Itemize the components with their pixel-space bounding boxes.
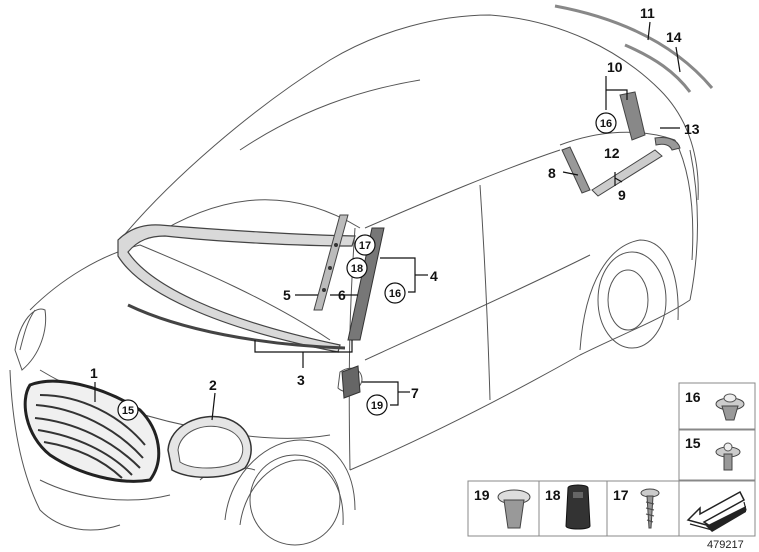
callout-8: 8: [548, 165, 556, 181]
callout-10: 10: [607, 59, 623, 75]
legend-box-18: 18: [538, 480, 608, 537]
clip-19-icon: [497, 489, 531, 529]
diagram-reference-number: 479217: [707, 539, 744, 551]
legend-box-arrow: [678, 480, 756, 537]
svg-text:18: 18: [351, 263, 363, 275]
legend-box-15: 15: [678, 429, 756, 481]
c-pillar-trim: [619, 91, 646, 141]
svg-text:15: 15: [122, 405, 134, 417]
legend-label-15: 15: [685, 435, 701, 451]
headlight-ring: [167, 415, 252, 478]
circled-callout-17: 17: [354, 234, 376, 256]
callout-13: 13: [684, 121, 700, 137]
rear-window-seal: [654, 137, 681, 151]
callout-5: 5: [283, 287, 291, 303]
legend-box-16: 16: [678, 382, 756, 430]
callout-1: 1: [90, 365, 98, 381]
legend-box-17: 17: [606, 480, 680, 537]
circled-callout-19: 19: [366, 394, 388, 416]
legend-label-19: 19: [474, 487, 490, 503]
svg-text:19: 19: [371, 400, 383, 412]
windshield-seal: [117, 224, 356, 353]
legend-label-18: 18: [545, 487, 561, 503]
screw-15-icon: [715, 442, 741, 471]
legend-label-17: 17: [613, 487, 629, 503]
circled-callout-16-front: 16: [384, 282, 406, 304]
legend-label-16: 16: [685, 389, 701, 405]
window-strip: [591, 149, 663, 197]
svg-text:17: 17: [359, 240, 371, 252]
callout-11: 11: [640, 5, 655, 21]
mirror-triangle-trim: [341, 365, 361, 399]
callout-14: 14: [666, 29, 682, 45]
callout-3: 3: [297, 372, 305, 388]
a-pillar-strip: [313, 214, 349, 311]
a-pillar-trim: [347, 227, 385, 341]
circled-callout-18: 18: [346, 257, 368, 279]
callout-2: 2: [209, 377, 217, 393]
roof-trim-short: [624, 43, 692, 93]
windshield-seal-bottom: [127, 303, 346, 350]
callout-7: 7: [411, 385, 419, 401]
svg-text:16: 16: [600, 118, 612, 130]
clip-16-icon: [715, 393, 745, 421]
callout-9: 9: [618, 187, 626, 203]
circled-callout-16-rear: 16: [595, 112, 617, 134]
callout-6: 6: [338, 287, 346, 303]
nut-18-icon: [565, 484, 591, 530]
callout-4: 4: [430, 268, 438, 284]
legend-box-19: 19: [467, 480, 540, 537]
roof-trim-long: [554, 4, 714, 89]
radiator-grille: [23, 379, 161, 483]
side-window-seal: [561, 146, 591, 194]
circled-callout-15: 15: [117, 399, 139, 421]
leader-lines: [94, 21, 681, 421]
direction-arrow-icon: [686, 490, 747, 532]
svg-text:16: 16: [389, 288, 401, 300]
callout-12: 12: [604, 145, 620, 161]
screw-17-icon: [640, 488, 660, 529]
